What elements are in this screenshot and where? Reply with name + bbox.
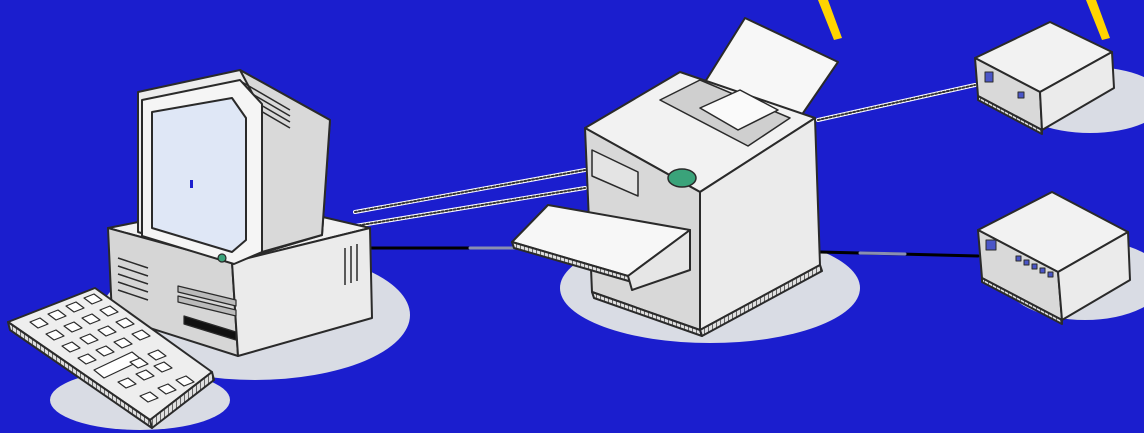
computer-vents [117,257,149,301]
power-button [217,253,227,263]
network-box-icon [974,21,1115,135]
keyboard-icon [7,287,215,429]
drive-slots [177,285,237,341]
keyboard-keys [29,293,195,403]
modem-lights [1015,255,1054,278]
monitor-screen [151,97,247,253]
printer-icon [511,17,839,337]
title-fragment [818,0,1110,40]
modem-icon [977,191,1131,325]
printer-button [667,168,697,188]
cable-printer-device-bottom [818,250,980,258]
desktop-computer-icon [107,69,373,357]
cable-printer-device-top [816,83,977,122]
